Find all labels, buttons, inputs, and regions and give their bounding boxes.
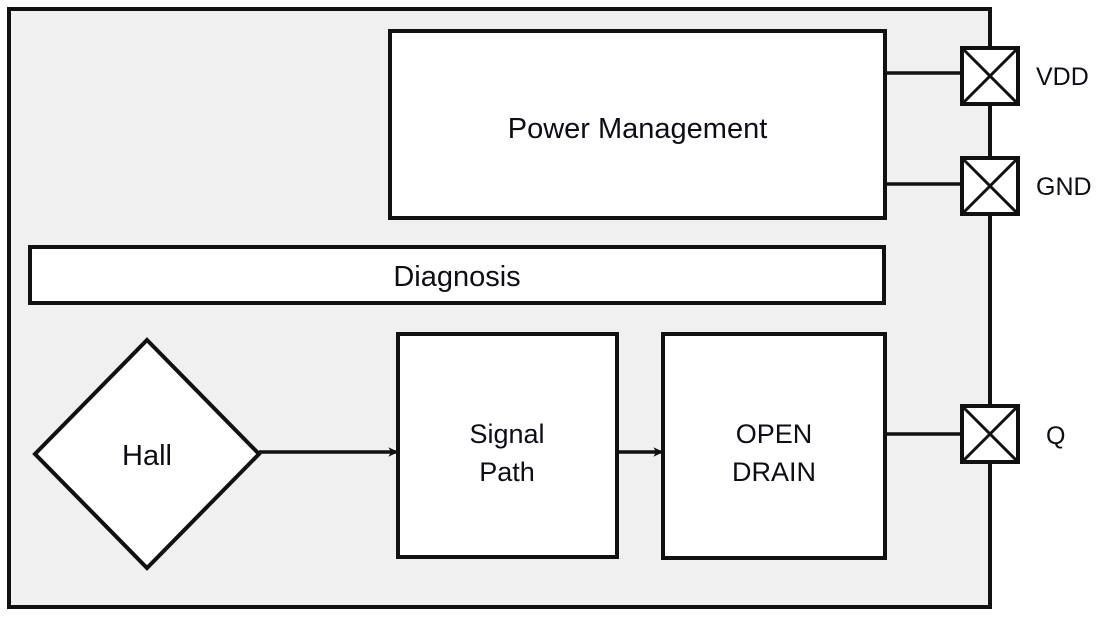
hall-label: Hall — [122, 440, 172, 472]
power-management-label: Power Management — [508, 113, 768, 145]
pad-q-label: Q — [1046, 422, 1065, 450]
pad-vdd-label: VDD — [1036, 63, 1089, 91]
pad-gnd-cross-icon — [960, 156, 1020, 216]
diagnosis-box[interactable] — [28, 245, 886, 305]
block-open-drain[interactable]: OPEN DRAIN — [661, 332, 887, 560]
pad-vdd[interactable]: VDD — [960, 46, 1089, 106]
signal-path-label-line2: Path — [479, 457, 535, 487]
signal-path-box[interactable] — [396, 332, 619, 559]
pad-q[interactable]: Q — [960, 404, 1065, 464]
hall-diamond[interactable] — [32, 337, 262, 571]
pad-vdd-cross-icon — [960, 46, 1020, 106]
open-drain-label-line2: DRAIN — [732, 457, 816, 487]
pad-gnd-label: GND — [1036, 173, 1092, 201]
block-signal-path[interactable]: Signal Path — [396, 332, 619, 559]
power-management-box[interactable] — [388, 29, 887, 220]
block-diagnosis[interactable]: Diagnosis — [28, 245, 886, 305]
open-drain-label-line1: OPEN — [736, 419, 813, 449]
block-hall[interactable]: Hall — [32, 337, 262, 571]
signal-path-label-line1: Signal — [469, 419, 544, 449]
pad-q-cross-icon — [960, 404, 1020, 464]
diagnosis-label: Diagnosis — [393, 261, 520, 293]
block-power-management[interactable]: Power Management — [388, 29, 887, 220]
pad-gnd[interactable]: GND — [960, 156, 1092, 216]
open-drain-box[interactable] — [661, 332, 887, 560]
